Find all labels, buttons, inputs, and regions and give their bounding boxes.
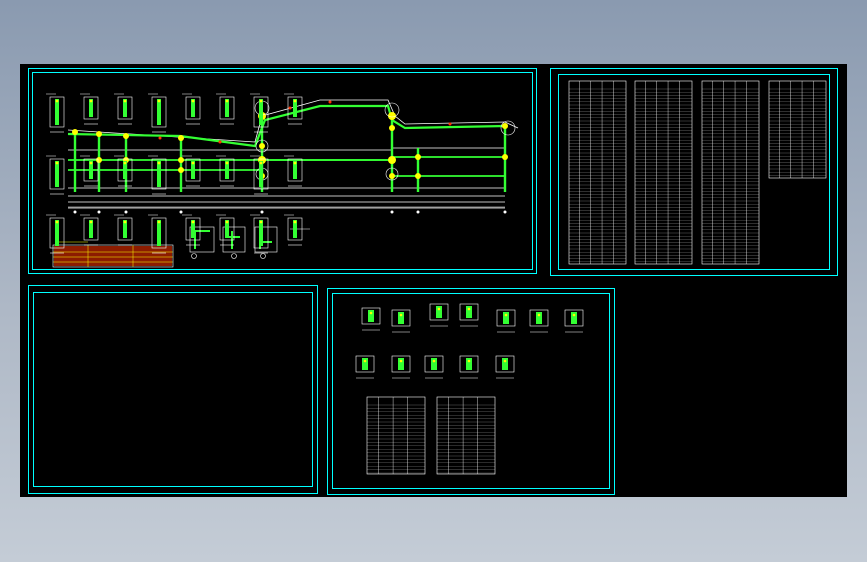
joint-details bbox=[46, 93, 303, 254]
grid-lines bbox=[68, 147, 505, 209]
connection-detail bbox=[459, 303, 479, 327]
schedule-tables bbox=[568, 80, 827, 265]
annotation-marks bbox=[158, 100, 452, 144]
connection-details bbox=[355, 303, 584, 475]
cad-drawing bbox=[46, 80, 827, 475]
sheet-border bbox=[32, 72, 533, 270]
columns bbox=[73, 114, 507, 192]
joint-detail bbox=[250, 214, 269, 254]
joint-detail bbox=[250, 93, 269, 133]
joint-detail bbox=[182, 155, 201, 187]
connection-detail bbox=[361, 307, 381, 331]
joint-detail bbox=[46, 93, 65, 133]
joint-detail bbox=[216, 93, 235, 125]
connection-detail bbox=[391, 355, 411, 379]
connection-detail bbox=[495, 355, 515, 379]
sheet-border bbox=[33, 292, 313, 487]
joint-details-sheet[interactable] bbox=[28, 285, 318, 494]
connection-detail bbox=[355, 355, 375, 379]
schedule-table bbox=[568, 80, 627, 265]
connection-table bbox=[436, 396, 496, 475]
frame-elevation-sheet[interactable] bbox=[28, 68, 537, 274]
joint-detail bbox=[148, 93, 167, 133]
connection-detail bbox=[424, 355, 444, 379]
grid-bubbles bbox=[73, 210, 507, 214]
schedule-tables-sheet[interactable] bbox=[550, 68, 838, 276]
connection-detail bbox=[391, 309, 411, 333]
section-details bbox=[189, 226, 310, 259]
roof-member bbox=[67, 104, 506, 148]
joint-detail bbox=[114, 93, 133, 125]
joint-detail bbox=[216, 214, 235, 246]
connection-detail bbox=[496, 309, 516, 333]
roof-chord bbox=[67, 99, 519, 143]
joint-detail bbox=[148, 214, 167, 254]
joint-detail bbox=[46, 214, 65, 254]
material-legend-table bbox=[52, 244, 174, 268]
joint-detail bbox=[182, 214, 201, 246]
joint-detail bbox=[46, 155, 65, 195]
joint-detail bbox=[114, 155, 133, 187]
schedule-table bbox=[634, 80, 693, 265]
schedule-table bbox=[768, 80, 827, 179]
joint-detail bbox=[284, 155, 303, 187]
sheet-border bbox=[558, 74, 830, 270]
connection-detail bbox=[529, 309, 549, 333]
joint-detail bbox=[284, 93, 303, 125]
connection-table bbox=[366, 396, 426, 475]
joint-detail bbox=[216, 155, 235, 187]
joint-detail bbox=[182, 93, 201, 125]
joint-detail bbox=[80, 93, 99, 125]
joint-nodes bbox=[72, 112, 508, 179]
joint-detail bbox=[114, 214, 133, 246]
floor-beams bbox=[68, 156, 505, 177]
frame-elevation bbox=[52, 99, 519, 268]
detail-callouts bbox=[254, 100, 516, 181]
sheet-border bbox=[332, 293, 610, 489]
connection-detail bbox=[564, 309, 584, 333]
cad-model-space[interactable] bbox=[20, 64, 847, 497]
joint-detail bbox=[80, 155, 99, 187]
joint-detail bbox=[148, 155, 167, 195]
joint-detail bbox=[80, 214, 99, 246]
connection-detail bbox=[459, 355, 479, 379]
schedule-table bbox=[701, 80, 760, 265]
joint-detail bbox=[250, 155, 269, 195]
connection-detail bbox=[429, 303, 449, 327]
joint-detail bbox=[284, 214, 303, 246]
connection-details-sheet[interactable] bbox=[327, 288, 615, 495]
